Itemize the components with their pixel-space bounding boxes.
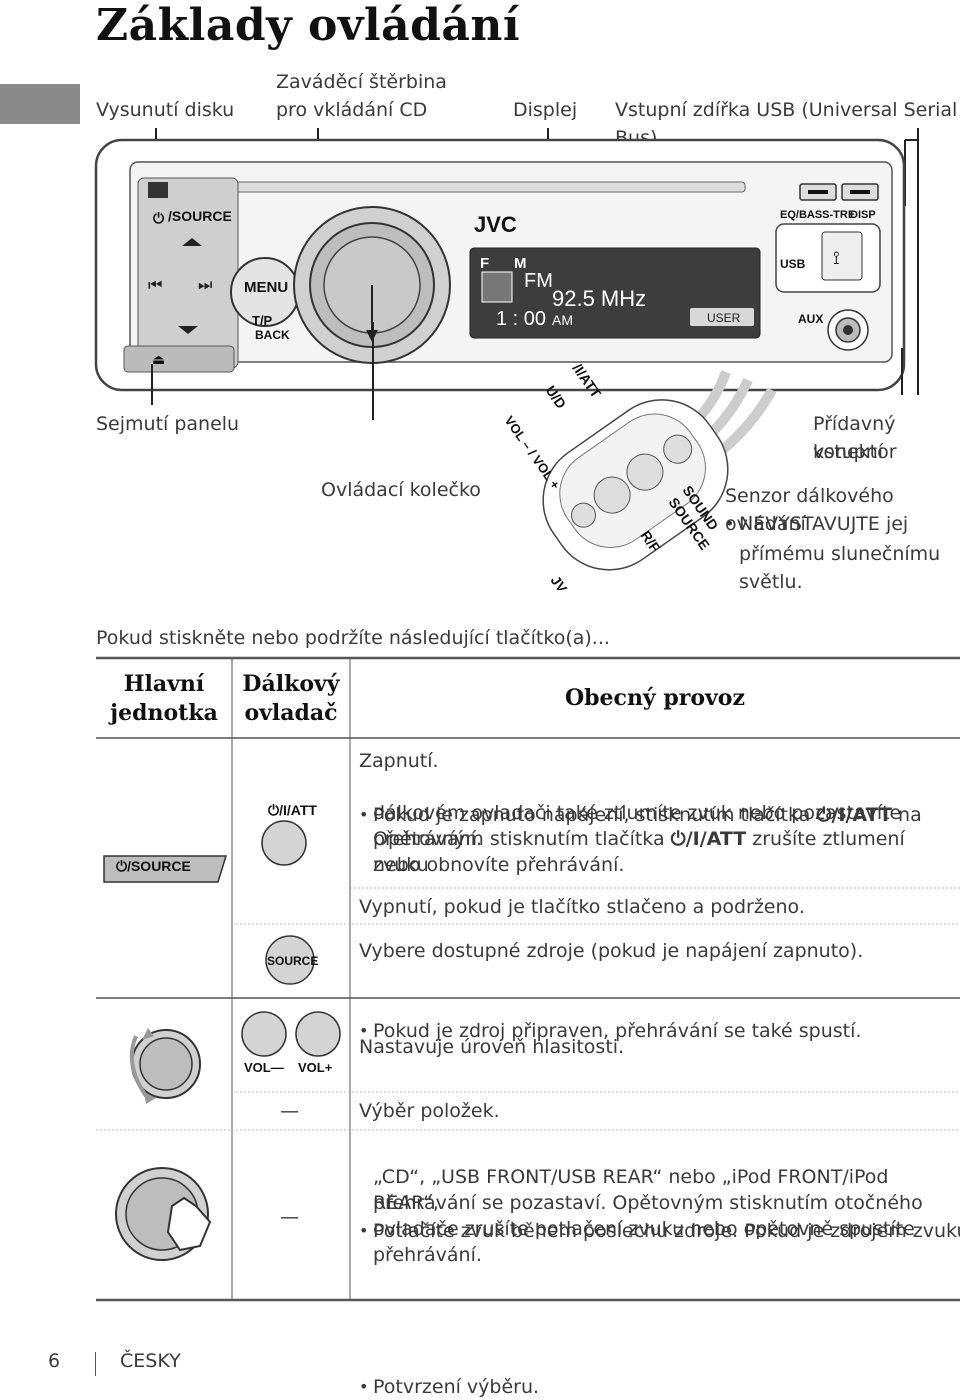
svg-text:⟟: ⟟ — [833, 248, 840, 269]
page-number: 6 — [48, 1350, 61, 1372]
row3-dash: — — [280, 1100, 299, 1122]
display-f: F — [480, 255, 489, 272]
att-inline-2-label: /I/ATT — [685, 828, 747, 850]
footer-divider — [95, 1352, 96, 1376]
row4-bullet2: Potvrzení výběru. — [359, 1374, 960, 1400]
row2-bullet: Pokud je zdroj připraven, přehrávání se … — [359, 1018, 960, 1044]
disp-label: DISP — [850, 209, 876, 221]
row4-bullet1-line1: Potlačíte zvuk během poslechu zdroje. Po… — [359, 1218, 960, 1244]
row3-line1: Nastavuje úroveň hlasitosti. — [359, 1036, 625, 1058]
row1-bullet-line2: dálkovém ovladači také ztlumíte zvuk neb… — [373, 802, 902, 850]
display-am: AM — [552, 312, 573, 328]
power-icon: ⏻ — [268, 802, 280, 818]
unit-source-label: /SOURCE — [168, 208, 232, 224]
vol-plus-label: VOL+ — [298, 1060, 333, 1075]
callout-aux-1: Přídavný vstupní — [813, 413, 896, 463]
callout-slot-2: pro vkládání CD — [276, 99, 428, 121]
page-title: Základy ovládání — [96, 0, 521, 51]
col-header-remote: Dálkový ovladač — [232, 670, 350, 728]
col-header-main-unit-2: jednotka — [110, 700, 218, 726]
row2-line1: Vybere dostupné zdroje (pokud je napájen… — [359, 940, 864, 962]
col-header-main-unit: Hlavní jednotka — [96, 670, 232, 728]
row4-bullet1-line2: „CD“, „USB FRONT/USB REAR“ nebo „iPod FR… — [373, 1166, 889, 1214]
att-inline-1-label: /I/ATT — [831, 804, 892, 826]
row4-dash: — — [280, 1206, 299, 1228]
callout-detach: Sejmutí panelu — [96, 413, 240, 435]
row1-unit-source-button: ⏻/SOURCE — [116, 858, 191, 875]
callout-display: Displej — [513, 99, 578, 121]
callout-sensor-note-1: NEVYSTAVUJTE jej — [725, 510, 960, 538]
intro-text: Pokud stiskněte nebo podržíte následujíc… — [96, 627, 610, 649]
vol-plus-text: VOL — [298, 1060, 325, 1075]
vol-minus-text: VOL — [244, 1060, 271, 1075]
callout-aux-2: konektor — [813, 441, 897, 463]
svg-text:⏮: ⏮ — [148, 275, 162, 294]
callout-sensor-note-3: světlu. — [739, 571, 803, 593]
power-icon: ⏻ — [670, 828, 686, 850]
footer-language: ČESKY — [120, 1350, 181, 1372]
vol-minus-label: VOL— — [244, 1060, 284, 1075]
col-header-operation: Obecný provoz — [565, 685, 745, 711]
usb-label: USB — [780, 257, 806, 271]
row1-bullet-line4: nebo obnovíte přehrávání. — [373, 854, 625, 876]
row1-bullet-a-after: na — [891, 804, 922, 826]
display-frequency: 92.5 MHz — [552, 286, 646, 311]
row1-bullet-a: Pokud je zapnuto napájení, stisknutím tl… — [373, 804, 811, 826]
eq-label: EQ/BASS-TRE — [780, 209, 855, 221]
section-tab-marker — [0, 84, 80, 124]
display-user: USER — [707, 311, 741, 325]
att-inline-2: ⏻/I/ATT — [671, 828, 747, 850]
att-inline-1: ⏻/I/ATT — [816, 804, 892, 826]
row1-power-on: Zapnutí. — [359, 750, 439, 772]
tp-label: T/P — [252, 313, 273, 328]
callout-slot-1: Zaváděcí štěrbina — [276, 71, 447, 93]
svg-text:⏻: ⏻ — [153, 210, 164, 226]
row1-remote-att-label: /I/ATT — [279, 802, 317, 818]
callout-dial: Ovládací kolečko — [321, 479, 481, 501]
menu-label: MENU — [244, 279, 288, 296]
callout-eject: Vysunutí disku — [96, 99, 235, 121]
row1-remote-att: ⏻/I/ATT — [268, 802, 317, 819]
row4-bullet1-line3: přehrávání se pozastaví. Opětovným stisk… — [373, 1192, 923, 1214]
aux-label: AUX — [798, 312, 823, 326]
display-clock: 1 : 00 — [496, 308, 546, 330]
display-m: M — [514, 255, 527, 272]
col-header-main-unit-1: Hlavní — [123, 671, 205, 697]
head-unit-illustration: ⏻ /SOURCE ⏮ ⏭ ⏏ MENU T/P BACK JVC F M FM… — [94, 128, 919, 420]
callout-sensor-note-2: přímému slunečnímu — [739, 543, 941, 565]
col-header-remote-1: Dálkový — [242, 671, 340, 697]
remote-illustration: JVC /I/ATT U/D VOL – / VOL + SOUND SOURC… — [502, 361, 777, 590]
row4-bullet1-line4: ovladače zrušíte potlačení zvuku nebo op… — [373, 1218, 915, 1240]
power-icon: ⏻ — [816, 804, 832, 826]
col-header-remote-2: ovladač — [244, 700, 338, 726]
row1-bullet-line3: Opětovným stisknutím tlačítka ⏻/I/ATT zr… — [373, 826, 960, 878]
power-icon: ⏻ — [116, 858, 128, 874]
row1-bullet-line1: Pokud je zapnuto napájení, stisknutím tl… — [359, 802, 960, 828]
svg-text:⏭: ⏭ — [198, 275, 212, 294]
row1-bullet-c: Opětovným stisknutím tlačítka — [373, 828, 665, 850]
brand-logo: JVC — [474, 212, 517, 237]
row4-bullet1-line5: přehrávání. — [373, 1244, 482, 1266]
row1-bullet-c-after: zrušíte ztlumení zvuku — [373, 828, 905, 876]
row1-unit-source-label: /SOURCE — [127, 858, 191, 874]
svg-text:⏏: ⏏ — [152, 352, 165, 368]
row1-power-off: Vypnutí, pokud je tlačítko stlačeno a po… — [359, 896, 805, 918]
row2-source-label: SOURCE — [267, 954, 319, 968]
display-band: FM — [524, 270, 553, 292]
row3-line2: Výběr položek. — [359, 1100, 500, 1122]
back-label: BACK — [255, 328, 290, 342]
